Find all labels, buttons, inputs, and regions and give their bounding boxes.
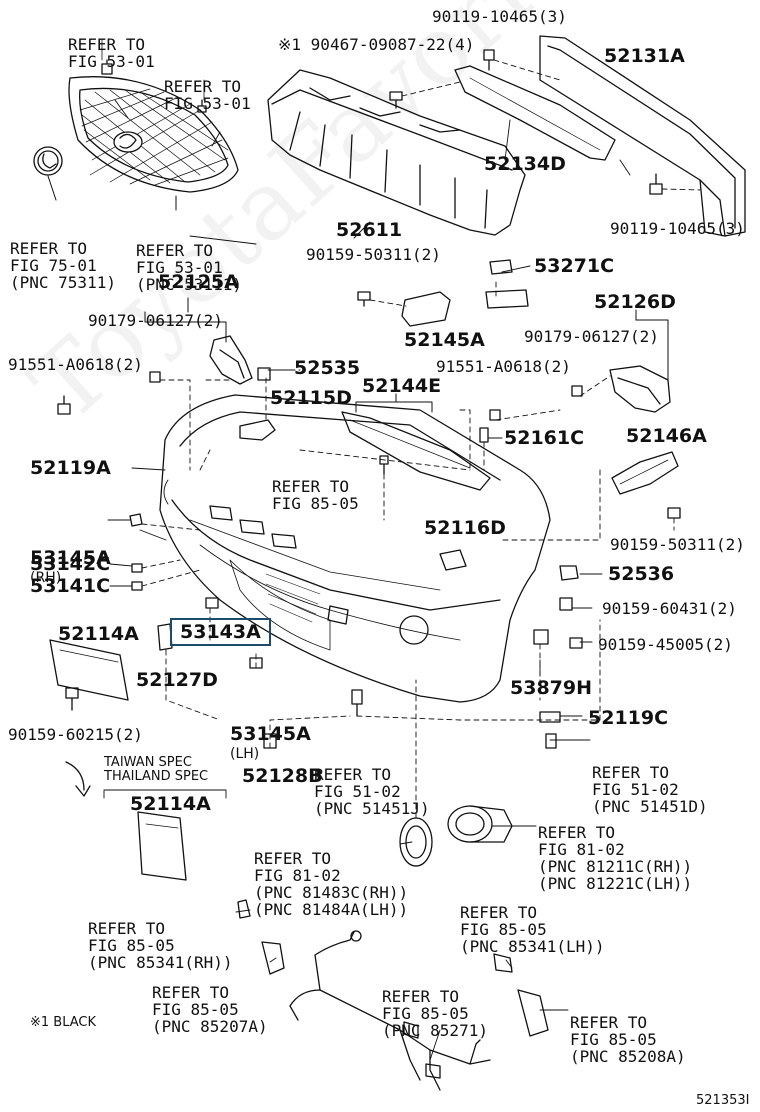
part-52131A: 52131A xyxy=(604,45,685,67)
part-52134D: 52134D xyxy=(484,153,566,175)
part-90159-50311-right: 90159-50311(2) xyxy=(610,535,745,554)
part-90119-top: 90119-10465(3) xyxy=(432,7,567,26)
part-53142C: 53142C xyxy=(30,553,111,575)
grille-clips xyxy=(101,39,207,113)
leader-lines xyxy=(71,281,675,819)
part-90179-right: 90179-06127(2) xyxy=(524,327,659,346)
clip-53271C xyxy=(485,259,529,309)
part-53271C: 53271C xyxy=(534,255,615,277)
front-grille xyxy=(68,76,239,193)
part-52611: 52611 xyxy=(336,219,403,241)
retainer-52145A xyxy=(401,291,451,327)
small-fasteners xyxy=(57,291,681,749)
emblem xyxy=(33,146,63,176)
part-90119-right: 90119-10465(3) xyxy=(610,219,745,238)
part-91551-right: 91551-A0618(2) xyxy=(436,357,571,376)
bumper-retainer-52144E xyxy=(341,411,491,491)
side-retainer-rh xyxy=(209,335,253,385)
wire-harness xyxy=(237,899,491,1091)
bumper-reinforcement xyxy=(539,35,746,237)
part-52161C: 52161C xyxy=(504,427,585,449)
part-91551-left: 91551-A0618(2) xyxy=(8,355,143,374)
part-52144E: 52144E xyxy=(362,375,442,397)
spec-arrow xyxy=(65,761,227,799)
side-cover-52127D xyxy=(157,623,173,651)
part-52536: 52536 xyxy=(608,563,675,585)
energy-absorber xyxy=(267,69,526,236)
part-52114A-b: 52114A xyxy=(130,793,211,815)
solid-leaders xyxy=(107,99,631,1061)
bracket-52116D xyxy=(439,549,467,571)
top-bolts xyxy=(389,49,701,195)
label-brackets xyxy=(47,175,669,413)
center-bracket-52115D xyxy=(239,419,276,441)
part-52535: 52535 xyxy=(294,357,361,379)
part-52114A: 52114A xyxy=(58,623,139,645)
part-52146A: 52146A xyxy=(626,425,707,447)
part-52126D: 52126D xyxy=(594,291,676,313)
part-52125A: 52125A xyxy=(158,271,239,293)
part-53145A-rh: 53145A(RH) xyxy=(30,547,111,586)
lower-grille-mesh xyxy=(265,573,321,623)
bumper-cover xyxy=(159,394,551,703)
part-52116D: 52116D xyxy=(424,517,506,539)
part-52119A: 52119A xyxy=(30,457,111,479)
part-53141C: 53141C xyxy=(30,575,111,597)
part-90159-45005: 90159-45005(2) xyxy=(598,635,733,654)
thailand-spec-label: THAILAND SPEC xyxy=(104,769,209,784)
part-52127D: 52127D xyxy=(136,669,218,691)
reinforcement-bracket xyxy=(454,65,616,161)
part-53143A-highlighted[interactable]: 53143A xyxy=(170,618,271,646)
taiwan-spec-label: TAIWAN SPEC xyxy=(104,755,192,770)
part-90159-60431: 90159-60431(2) xyxy=(602,599,737,618)
part-90159-60215: 90159-60215(2) xyxy=(8,725,143,744)
part-53879H: 53879H xyxy=(510,677,593,699)
part-52145A: 52145A xyxy=(404,329,485,351)
side-bracket-52146A xyxy=(611,451,679,495)
part-90179-left: 90179-06127(2) xyxy=(88,311,223,330)
figure-id: 521353I xyxy=(696,1093,750,1108)
sensor-clip-lh xyxy=(493,953,549,1037)
black-note: ※1 BLACK xyxy=(30,1015,97,1030)
side-retainer-lh xyxy=(609,365,671,413)
license-plate-52114A-b xyxy=(137,811,187,881)
part-52128B: 52128B xyxy=(242,765,323,787)
part-90159-50311-mid: 90159-50311(2) xyxy=(306,245,441,264)
part-90467: ※1 90467-09087-22(4) xyxy=(278,35,475,54)
part-52115D: 52115D xyxy=(270,387,352,409)
part-52119C: 52119C xyxy=(588,707,669,729)
fog-lamp xyxy=(447,805,513,843)
part-53145A-lh: 53145A(LH) xyxy=(230,723,311,762)
license-bracket xyxy=(49,639,129,701)
